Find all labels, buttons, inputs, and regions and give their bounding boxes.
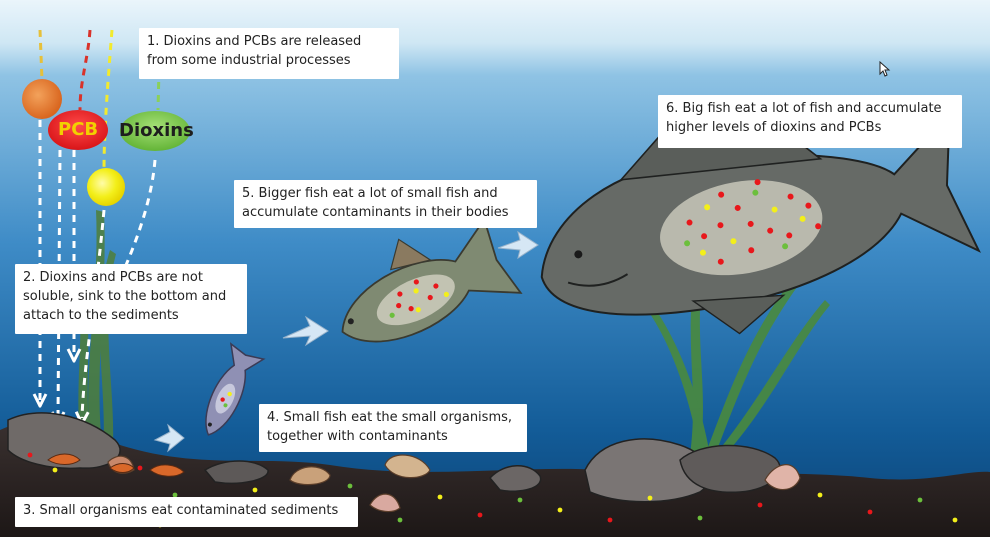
step-4-note: 4. Small fish eat the small organisms, t…	[259, 404, 527, 452]
pcb-label: PCB	[58, 119, 98, 140]
yellow-contaminant-ball-icon	[87, 168, 125, 206]
step-3-note: 3. Small organisms eat contaminated sedi…	[15, 497, 358, 527]
dioxins-label: Dioxins	[119, 120, 194, 141]
step-1-note: 1. Dioxins and PCBs are released from so…	[139, 28, 399, 79]
step-5-note: 5. Bigger fish eat a lot of small fish a…	[234, 180, 537, 228]
step-6-note: 6. Big fish eat a lot of fish and accumu…	[658, 95, 962, 148]
orange-contaminant-ball-icon	[22, 79, 62, 119]
step-2-note: 2. Dioxins and PCBs are not soluble, sin…	[15, 264, 247, 334]
